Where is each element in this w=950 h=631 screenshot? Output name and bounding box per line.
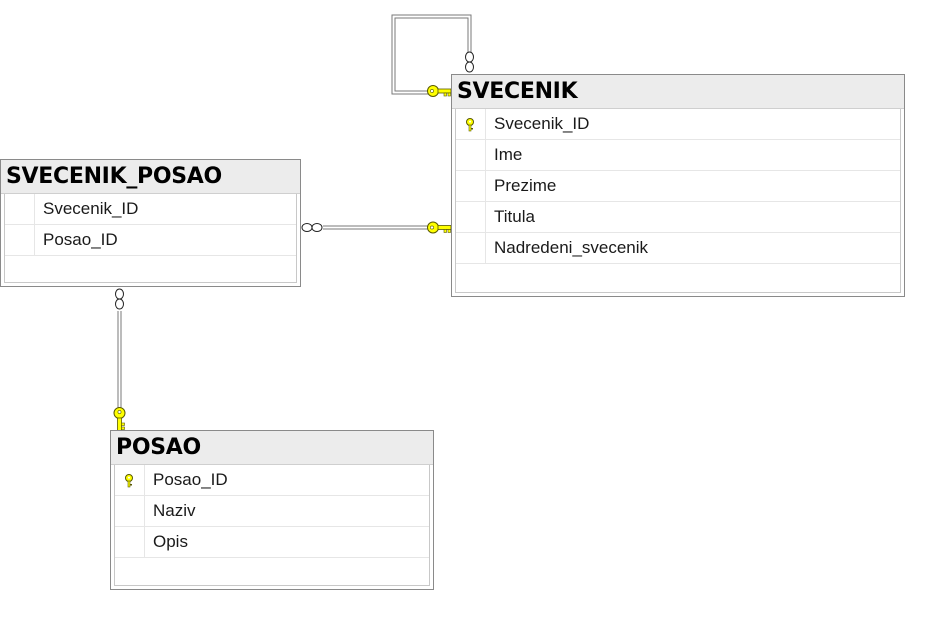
- table-svecenik-posao[interactable]: SVECENIK_POSAO Svecenik_ID Posao_ID: [0, 159, 301, 287]
- column-row[interactable]: Svecenik_ID: [456, 109, 900, 140]
- column-name: Ime: [494, 145, 523, 164]
- table-title-bar[interactable]: POSAO: [111, 431, 433, 465]
- relationship-svecenik-posao-svecenik: [301, 221, 452, 234]
- row-selector[interactable]: [456, 171, 486, 201]
- column-row[interactable]: Posao_ID: [5, 225, 296, 256]
- row-selector[interactable]: [115, 527, 145, 557]
- column-name: Opis: [153, 532, 188, 551]
- column-name: Posao_ID: [153, 470, 228, 489]
- many-end-symbol: [465, 51, 474, 73]
- column-list: Svecenik_ID Ime Prezime Titula Nadredeni…: [455, 109, 901, 293]
- column-row[interactable]: Titula: [456, 202, 900, 233]
- relationship-svecenik-posao-posao: [113, 288, 126, 432]
- table-title: POSAO: [116, 435, 201, 460]
- key-icon: [427, 221, 452, 234]
- row-selector[interactable]: [115, 465, 145, 495]
- column-list: Svecenik_ID Posao_ID: [4, 194, 297, 283]
- table-svecenik[interactable]: SVECENIK Svecenik_ID Ime: [451, 74, 905, 297]
- table-title-bar[interactable]: SVECENIK: [452, 75, 904, 109]
- column-row[interactable]: Posao_ID: [115, 465, 429, 496]
- row-selector[interactable]: [456, 233, 486, 263]
- row-selector[interactable]: [456, 140, 486, 170]
- many-end-symbol: [301, 223, 323, 232]
- key-icon: [113, 407, 126, 432]
- column-name: Posao_ID: [43, 230, 118, 249]
- table-posao[interactable]: POSAO Posao_ID Naziv: [110, 430, 434, 590]
- table-title: SVECENIK_POSAO: [6, 164, 222, 189]
- column-name: Svecenik_ID: [43, 199, 139, 218]
- column-row[interactable]: Opis: [115, 527, 429, 558]
- column-list: Posao_ID Naziv Opis: [114, 465, 430, 586]
- column-name: Nadredeni_svecenik: [494, 238, 649, 257]
- column-name: Titula: [494, 207, 535, 226]
- table-title: SVECENIK: [457, 79, 578, 104]
- row-selector[interactable]: [5, 194, 35, 224]
- column-row[interactable]: Nadredeni_svecenik: [456, 233, 900, 264]
- column-name: Prezime: [494, 176, 557, 195]
- many-end-symbol: [115, 288, 124, 310]
- primary-key-icon: [125, 474, 133, 488]
- column-row[interactable]: Naziv: [115, 496, 429, 527]
- row-selector[interactable]: [5, 225, 35, 255]
- row-selector[interactable]: [456, 202, 486, 232]
- key-icon: [427, 85, 452, 97]
- column-row[interactable]: Svecenik_ID: [5, 194, 296, 225]
- table-title-bar[interactable]: SVECENIK_POSAO: [1, 160, 300, 194]
- row-selector[interactable]: [115, 496, 145, 526]
- row-selector[interactable]: [456, 109, 486, 139]
- column-name: Svecenik_ID: [494, 114, 590, 133]
- column-row[interactable]: Prezime: [456, 171, 900, 202]
- primary-key-icon: [466, 118, 474, 132]
- column-name: Naziv: [153, 501, 196, 520]
- column-row[interactable]: Ime: [456, 140, 900, 171]
